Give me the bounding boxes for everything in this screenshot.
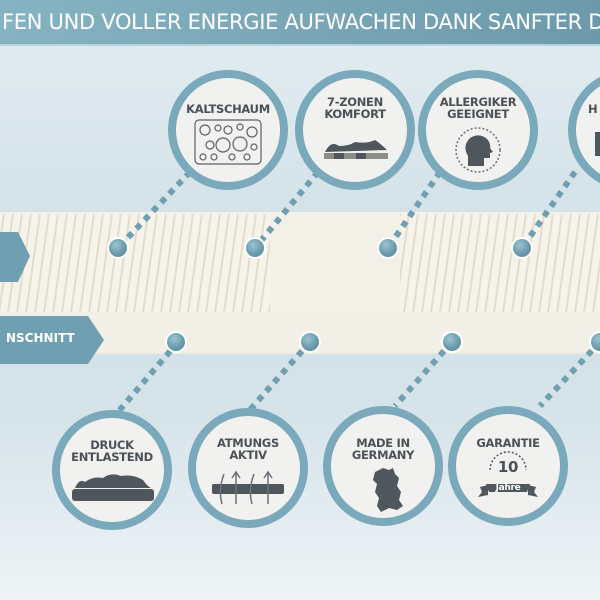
feature-label-made-in-germany: MADE IN GERMANY	[351, 436, 415, 462]
tag-arrow-1	[0, 232, 30, 282]
connector-lines	[115, 169, 600, 414]
feature-label-7-zonen: 7-ZONEN KOMFORT	[324, 95, 386, 121]
feature-label-druck: DRUCK ENTLASTEND	[71, 438, 153, 464]
tag-arrow-2	[0, 316, 104, 364]
header-banner: FEN UND VOLLER ENERGIE AUFWACHEN DANK SA…	[0, 0, 600, 46]
feature-label-allergiker: ALLERGIKER GEEIGNET	[439, 95, 517, 121]
head-profile-icon	[455, 127, 501, 173]
germany-map-icon	[373, 468, 403, 512]
feature-label-atmungs: ATMUNGS AKTIV	[217, 436, 279, 462]
warranty-number: 10	[497, 458, 519, 476]
feature-label-garantie: GARANTIE	[476, 436, 540, 450]
foam-bubbles-icon	[194, 119, 262, 165]
body-on-mattress-icon	[72, 474, 154, 501]
warranty-badge-icon	[478, 451, 538, 497]
warranty-years: Jahre	[495, 483, 521, 493]
header-title: FEN UND VOLLER ENERGIE AUFWACHEN DANK SA…	[2, 10, 600, 34]
feature-label-partial: H	[588, 102, 598, 116]
feature-label-kaltschaum: KALTSCHAUM	[186, 102, 270, 116]
weight-icon	[595, 132, 600, 156]
body-on-zones-icon	[324, 140, 388, 159]
airflow-arrows-icon	[212, 470, 284, 505]
mattress	[0, 212, 600, 354]
marker-dots	[107, 237, 600, 353]
tag-cross-cut: NSCHNITT	[6, 331, 75, 345]
